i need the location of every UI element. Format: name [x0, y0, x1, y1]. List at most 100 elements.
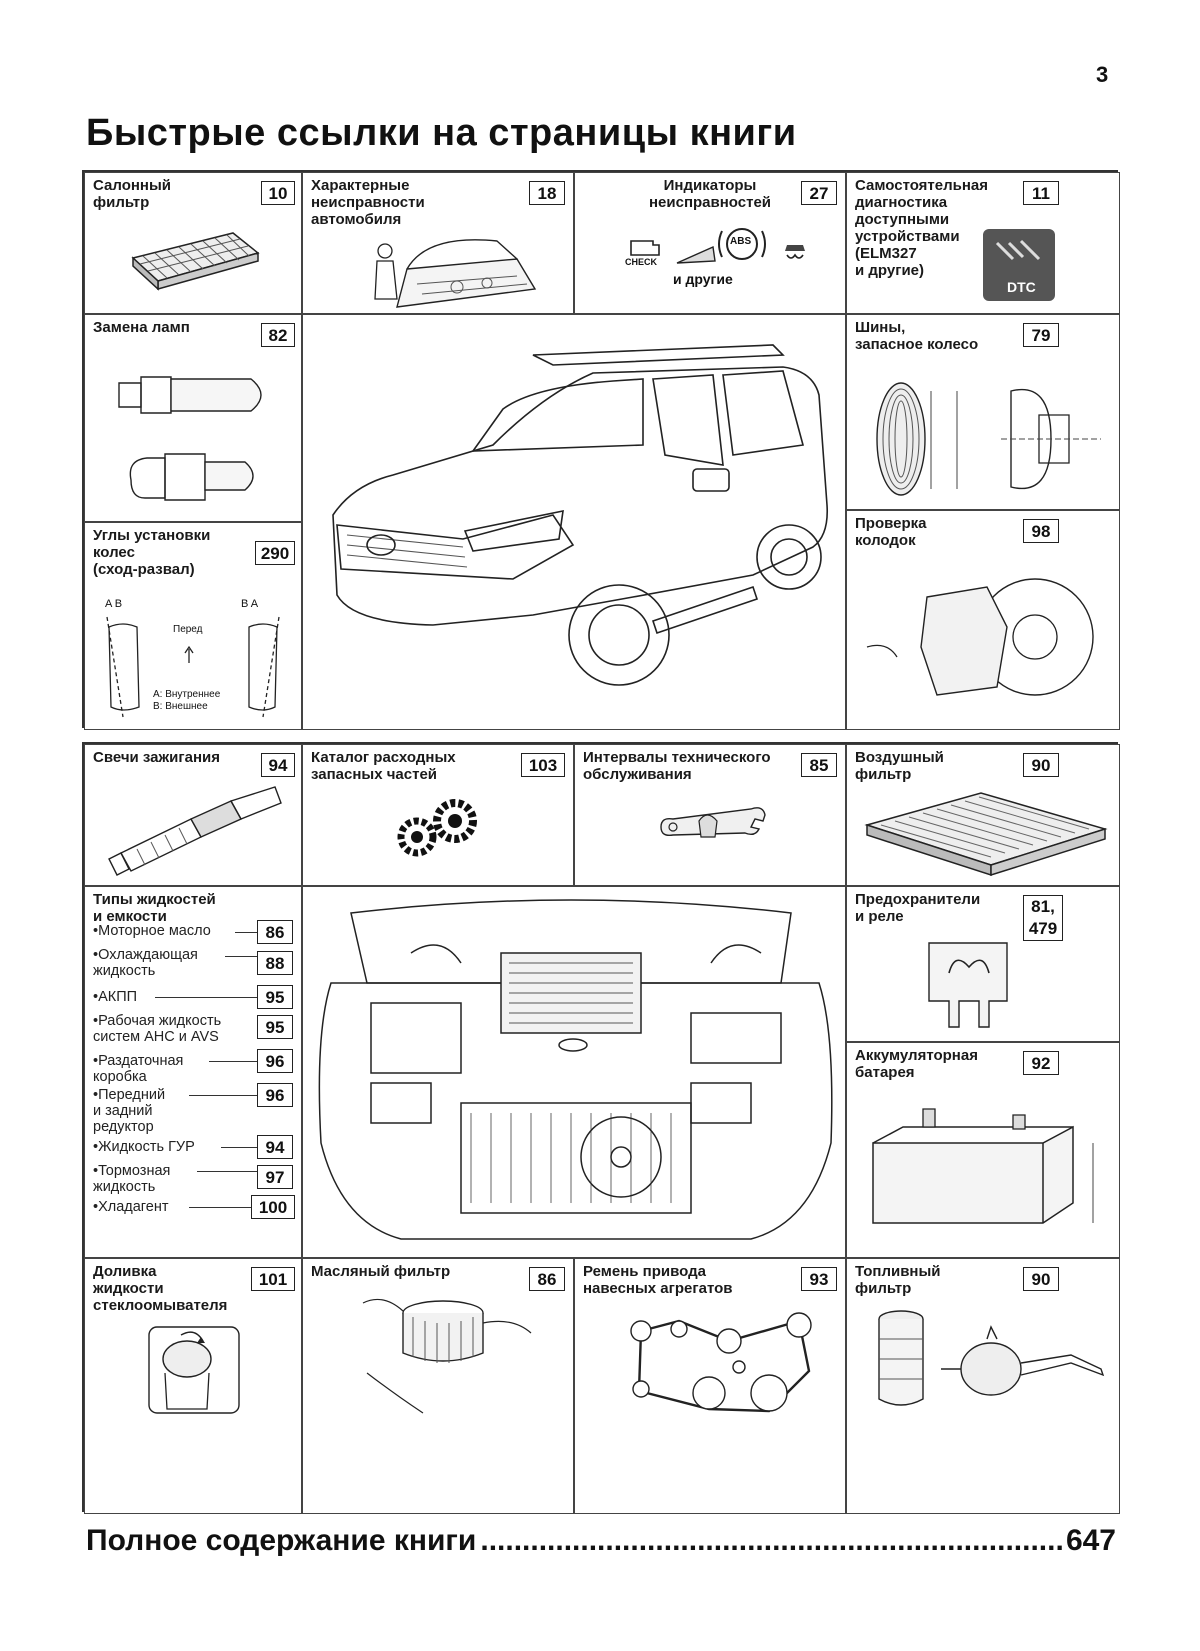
air-filter-page[interactable]: 90: [1023, 753, 1059, 777]
top-grid: Салонный фильтр 10 Характерные неисправн…: [82, 170, 1120, 730]
battery-page[interactable]: 92: [1023, 1051, 1059, 1075]
leader-line: [221, 1147, 257, 1149]
cell-brake-pads[interactable]: Проверка колодок 98: [846, 510, 1120, 730]
cell-service-intervals[interactable]: Интервалы технического обслуживания 85: [574, 744, 846, 886]
fluid-item: •Моторное масло: [93, 923, 211, 939]
oil-filter-label: Масляный фильтр: [311, 1263, 451, 1280]
cell-oil-filter[interactable]: Масляный фильтр 86: [302, 1258, 574, 1514]
abs-text: ABS: [730, 236, 752, 247]
bulb-h4-icon: [111, 365, 281, 425]
abs-icon: [715, 223, 769, 265]
cell-cabin-filter[interactable]: Салонный фильтр 10: [84, 172, 302, 314]
cell-parts-catalog[interactable]: Каталог расходных запасных частей 103: [302, 744, 574, 886]
cell-indicators[interactable]: Индикаторы неисправностей 27 CHECK ABS и…: [574, 172, 846, 314]
bulb-hb-icon: [125, 440, 275, 510]
engine-bay-illustration: [311, 893, 839, 1253]
fluid-item: •Охлаждающая жидкость: [93, 947, 198, 979]
cell-engine-bay: [302, 886, 846, 1258]
fluid-item: •Передний и задний редуктор: [93, 1087, 166, 1135]
fuel-filter-page[interactable]: 90: [1023, 1267, 1059, 1291]
cabin-filter-icon: [123, 223, 263, 293]
battery-icon: [863, 1103, 1113, 1243]
fluid-item: •Хладагент: [93, 1199, 169, 1215]
battery-label: Аккумуляторная батарея: [855, 1047, 978, 1081]
cabin-filter-label: Салонный фильтр: [93, 177, 172, 211]
lamps-page[interactable]: 82: [261, 323, 295, 347]
malfunctions-page[interactable]: 18: [529, 181, 565, 205]
indicators-page[interactable]: 27: [801, 181, 837, 205]
tire-icon: [861, 371, 1111, 501]
fuel-filter-icon: [871, 1309, 1111, 1429]
drive-belt-page[interactable]: 93: [801, 1267, 837, 1291]
parts-catalog-page[interactable]: 103: [521, 753, 565, 777]
service-intervals-label: Интервалы технического обслуживания: [583, 749, 771, 783]
check-engine-icon: [625, 235, 665, 265]
stability-control-icon: [785, 245, 805, 265]
brake-pads-page[interactable]: 98: [1023, 519, 1059, 543]
cell-drive-belt[interactable]: Ремень привода навесных агрегатов 93: [574, 1258, 846, 1514]
air-filter-icon: [861, 789, 1111, 879]
alignment-ba-right: B A: [241, 598, 259, 610]
fluid-page[interactable]: 100: [251, 1195, 295, 1219]
cell-fuel-filter[interactable]: Топливный фильтр 90: [846, 1258, 1120, 1514]
spark-plugs-label: Свечи зажигания: [93, 749, 221, 766]
fluid-page[interactable]: 94: [257, 1135, 293, 1159]
hood-open-icon: [367, 229, 547, 313]
spark-plug-icon: [101, 781, 291, 877]
cell-self-diagnostics[interactable]: Самостоятельная диагностика доступными у…: [846, 172, 1120, 314]
bottom-grid: Свечи зажигания 94 Каталог расходных зап…: [82, 742, 1120, 1514]
fluid-item: •Раздаточная коробка: [93, 1053, 184, 1085]
leader-line: [189, 1207, 255, 1209]
cell-tires[interactable]: Шины, запасное колесо 79: [846, 314, 1120, 510]
fluid-page[interactable]: 86: [257, 920, 293, 944]
brake-pads-label: Проверка колодок: [855, 515, 927, 549]
cell-lamps[interactable]: Замена ламп 82: [84, 314, 302, 522]
fuses-page[interactable]: 81, 479: [1023, 895, 1063, 941]
cell-air-filter[interactable]: Воздушный фильтр 90: [846, 744, 1120, 886]
full-contents-link[interactable]: Полное содержание книги 647: [86, 1524, 1116, 1558]
wrench-hand-icon: [651, 799, 771, 849]
washer-reservoir-icon: [145, 1323, 245, 1419]
dot-leader: [480, 1524, 1062, 1558]
spark-plugs-page[interactable]: 94: [261, 753, 295, 777]
cell-alignment[interactable]: Углы установки колес (сход-развал) 290 A…: [84, 522, 302, 730]
drive-belt-label: Ремень привода навесных агрегатов: [583, 1263, 733, 1297]
parts-catalog-label: Каталог расходных запасных частей: [311, 749, 456, 783]
washer-label: Доливка жидкости стеклоомывателя: [93, 1263, 228, 1314]
fluid-page[interactable]: 96: [257, 1083, 293, 1107]
air-filter-label: Воздушный фильтр: [855, 749, 944, 783]
fluid-page[interactable]: 97: [257, 1165, 293, 1189]
fluid-page[interactable]: 96: [257, 1049, 293, 1073]
cell-spark-plugs[interactable]: Свечи зажигания 94: [84, 744, 302, 886]
cell-fluids[interactable]: Типы жидкостей и емкости •Моторное масло…: [84, 886, 302, 1258]
alignment-ab-left: A B: [105, 598, 123, 610]
oil-filter-icon: [363, 1293, 533, 1413]
fluid-page[interactable]: 95: [257, 985, 293, 1009]
indicators-others: и другие: [673, 271, 733, 287]
full-contents-label: Полное содержание книги: [86, 1524, 477, 1557]
fluid-item: •Тормозная жидкость: [93, 1163, 171, 1195]
cell-battery[interactable]: Аккумуляторная батарея 92: [846, 1042, 1120, 1258]
fuel-filter-label: Топливный фильтр: [855, 1263, 941, 1297]
page-number: 3: [1096, 62, 1109, 87]
washer-page[interactable]: 101: [251, 1267, 295, 1291]
fluid-page[interactable]: 95: [257, 1015, 293, 1039]
leader-line: [155, 997, 257, 999]
fluid-item: •АКПП: [93, 989, 138, 1005]
cell-fuses[interactable]: Предохранители и реле 81, 479: [846, 886, 1120, 1042]
fluid-page[interactable]: 88: [257, 951, 293, 975]
gears-icon: [389, 793, 489, 863]
cabin-filter-page[interactable]: 10: [261, 181, 295, 205]
fluid-item: •Жидкость ГУР: [93, 1139, 195, 1155]
malfunctions-label: Характерные неисправности автомобиля: [311, 177, 425, 228]
oil-filter-page[interactable]: 86: [529, 1267, 565, 1291]
indicators-label: Индикаторы неисправностей: [648, 177, 772, 211]
tires-page[interactable]: 79: [1023, 323, 1059, 347]
cell-vehicle-overview: [302, 314, 846, 730]
cell-washer[interactable]: Доливка жидкости стеклоомывателя 101: [84, 1258, 302, 1514]
service-intervals-page[interactable]: 85: [801, 753, 837, 777]
alignment-page[interactable]: 290: [255, 541, 295, 565]
self-diagnostics-page[interactable]: 11: [1023, 181, 1059, 205]
suv-illustration: [313, 325, 837, 721]
cell-malfunctions[interactable]: Характерные неисправности автомобиля 18: [302, 172, 574, 314]
